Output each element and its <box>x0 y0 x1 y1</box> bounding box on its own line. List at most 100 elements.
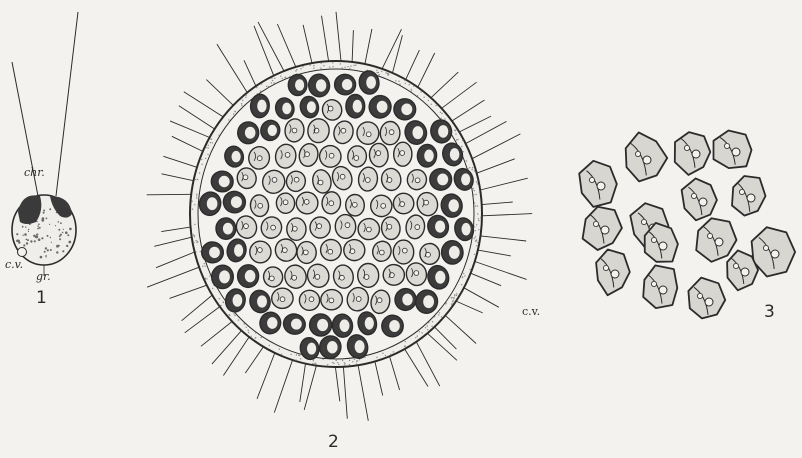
wall-stipple-dot <box>295 70 296 71</box>
cilium <box>477 159 515 173</box>
wall-stipple-dot <box>349 364 350 365</box>
wall-stipple-dot <box>451 304 452 305</box>
wall-stipple-dot <box>268 86 269 87</box>
wall-stipple-dot <box>300 68 301 69</box>
cilium <box>244 60 256 86</box>
cilium <box>217 44 247 92</box>
wall-stipple-dot <box>473 188 474 189</box>
wall-stipple-dot <box>290 354 291 355</box>
wall-stipple-dot <box>474 190 475 191</box>
wall-stipple-dot <box>478 218 479 219</box>
wall-stipple-dot <box>455 130 456 131</box>
stipple-dot <box>37 228 39 230</box>
stipple-dot <box>58 221 60 223</box>
stipple-dot <box>16 240 19 243</box>
wall-stipple-dot <box>201 159 202 160</box>
cilium <box>442 82 477 108</box>
wall-stipple-dot <box>453 298 454 299</box>
cell-nucleus <box>285 153 290 158</box>
cell-lumen <box>424 150 434 162</box>
wall-stipple-dot <box>234 111 235 112</box>
wall-stipple-dot <box>405 83 406 84</box>
colony-cell <box>357 263 378 287</box>
cell-nucleus <box>400 202 405 207</box>
wall-stipple-dot <box>323 65 324 66</box>
stipple-dot <box>22 235 23 236</box>
wall-stipple-dot <box>456 295 457 296</box>
wall-stipple-dot <box>196 197 197 198</box>
cluster-cell <box>596 250 630 296</box>
cell-nucleus <box>402 248 407 253</box>
wall-stipple-dot <box>251 336 252 337</box>
cilium <box>336 12 341 61</box>
wall-stipple-dot <box>473 194 474 195</box>
cilium <box>482 214 532 216</box>
wall-stipple-dot <box>272 80 273 81</box>
cell-nucleus <box>303 250 308 255</box>
wall-stipple-dot <box>196 195 197 196</box>
cell-lumen <box>402 294 412 306</box>
stipple-dot <box>23 244 25 246</box>
cell-lumen <box>435 271 445 284</box>
cluster-cell-pyrenoid <box>651 281 656 286</box>
stipple-dot <box>33 235 35 237</box>
cluster-cell <box>696 218 736 261</box>
cluster-cell-vacuole <box>699 198 707 206</box>
wall-stipple-dot <box>205 278 206 279</box>
stipple-dot <box>38 223 40 225</box>
wall-stipple-dot <box>385 72 386 73</box>
cell-nucleus <box>292 128 297 133</box>
colony-cell <box>347 145 367 167</box>
stipple-dot <box>46 218 48 220</box>
stipple-dot <box>67 234 69 236</box>
cell-lumen <box>449 246 460 259</box>
colony-cell <box>299 290 321 311</box>
wall-stipple-dot <box>461 146 462 147</box>
cilium <box>172 136 203 151</box>
wall-stipple-dot <box>200 251 201 252</box>
wall-stipple-dot <box>273 82 274 83</box>
wall-stipple-dot <box>255 337 256 338</box>
wall-stipple-dot <box>382 353 383 354</box>
cilium <box>170 285 207 298</box>
stipple-dot <box>36 234 38 236</box>
wall-stipple-dot <box>378 72 379 73</box>
cell-lumen <box>327 341 338 353</box>
cluster-cell-pyrenoid <box>733 263 738 268</box>
wall-stipple-dot <box>256 87 257 88</box>
colony-cell <box>419 243 440 265</box>
wall-stipple-dot <box>309 64 310 65</box>
cilium <box>471 273 502 286</box>
cilium <box>478 250 511 256</box>
flagellum-right <box>56 12 78 196</box>
wall-stipple-dot <box>475 194 476 195</box>
cilium <box>390 356 400 390</box>
cilium <box>335 367 339 401</box>
wall-stipple-dot <box>474 254 475 255</box>
cell-nucleus <box>387 224 392 229</box>
cell-lumen <box>462 223 471 236</box>
stipple-dot <box>50 237 51 238</box>
wall-stipple-dot <box>440 112 441 113</box>
cilium <box>163 156 197 167</box>
wall-stipple-dot <box>302 66 303 67</box>
stipple-dot <box>59 238 61 240</box>
stipple-dot <box>58 245 60 247</box>
wall-stipple-dot <box>356 363 357 364</box>
wall-stipple-dot <box>349 68 350 69</box>
cell-nucleus <box>309 297 314 302</box>
wall-stipple-dot <box>423 97 424 98</box>
wall-stipple-dot <box>260 91 261 92</box>
cluster-cell-pyrenoid <box>603 265 608 270</box>
wall-stipple-dot <box>313 68 314 69</box>
cell-nucleus <box>271 225 276 230</box>
wall-stipple-dot <box>409 84 410 85</box>
stipple-dot <box>18 241 20 243</box>
cell-lumen <box>401 104 412 116</box>
cell-lumen <box>307 101 316 113</box>
wall-stipple-dot <box>472 167 473 168</box>
colony-cell <box>310 217 330 238</box>
figure-number-1: 1 <box>36 288 47 308</box>
wall-stipple-dot <box>439 312 440 313</box>
wall-stipple-dot <box>296 354 297 355</box>
